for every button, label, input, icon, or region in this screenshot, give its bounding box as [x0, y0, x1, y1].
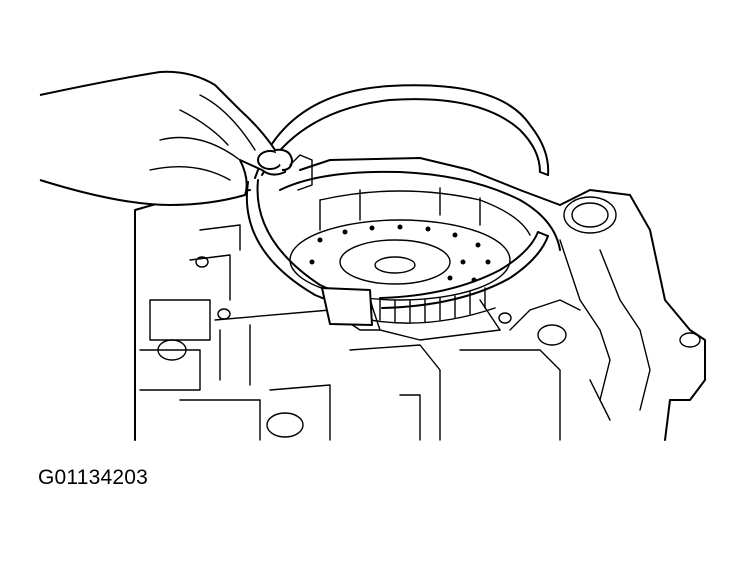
spline-teeth	[369, 287, 496, 324]
drum-assembly	[289, 219, 511, 301]
snap-ring	[245, 84, 550, 309]
figure-id-label: G01134203	[38, 466, 149, 489]
case-lug	[289, 154, 313, 191]
technician-hand	[39, 70, 293, 206]
upper-right-port	[563, 196, 617, 234]
case-bore-rim	[279, 170, 561, 251]
transmission-case-housing	[134, 157, 706, 441]
bolt-bosses	[157, 256, 701, 438]
ring-retainer-block	[321, 287, 373, 326]
